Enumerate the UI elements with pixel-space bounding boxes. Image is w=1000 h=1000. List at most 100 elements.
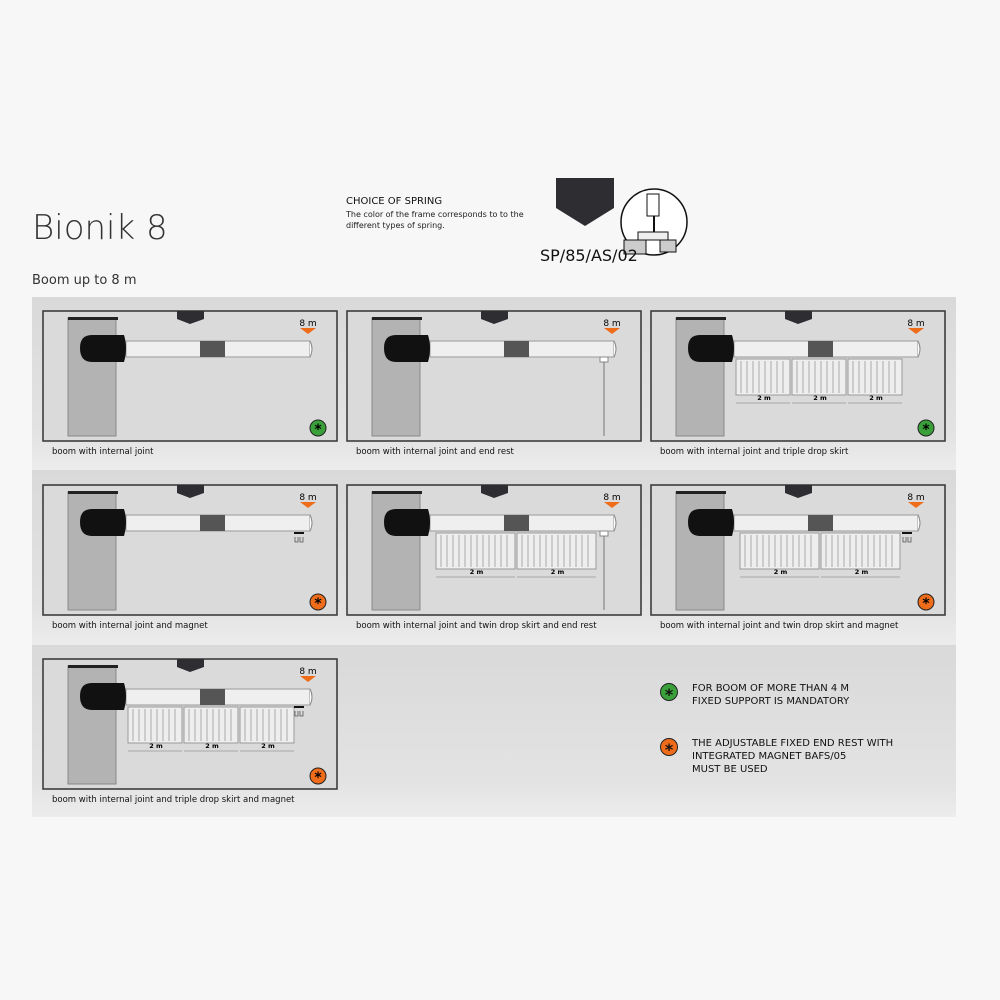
subtitle: Boom up to 8 m	[32, 273, 137, 288]
internal-joint	[200, 515, 225, 531]
length-label: 8 m	[299, 319, 316, 329]
svg-text:*: *	[922, 422, 930, 438]
length-label: 8 m	[907, 319, 924, 329]
legend-note: THE ADJUSTABLE FIXED END REST WITH INTEGR…	[692, 737, 893, 776]
drop-skirt: 2 m	[239, 706, 295, 752]
green-asterisk-icon: *	[660, 683, 678, 704]
note-line: FIXED SUPPORT IS MANDATORY	[692, 696, 850, 707]
end-rest	[599, 356, 609, 436]
drop-skirt: 2 m	[516, 532, 597, 578]
skirt-length-label: 2 m	[813, 394, 827, 402]
spring-frame-marker	[177, 311, 204, 324]
product-title: Bionik 8	[32, 208, 168, 248]
spring-frame-marker	[177, 485, 204, 498]
panel-caption: boom with internal joint and end rest	[356, 447, 514, 457]
panel-caption: boom with internal joint and triple drop…	[52, 795, 295, 805]
panel-caption: boom with internal joint and twin drop s…	[660, 621, 899, 631]
orange-asterisk-badge: *	[309, 593, 327, 612]
panel-caption: boom with internal joint	[52, 447, 154, 457]
length-marker-icon	[300, 502, 316, 508]
barrier-diagram: 8 m *	[42, 310, 338, 442]
length-marker-icon	[300, 676, 316, 682]
spring-code: SP/85/AS/02	[540, 246, 638, 265]
diagram-panel: 8 m	[346, 310, 642, 442]
spring-frame-marker	[785, 311, 812, 324]
length-label: 8 m	[603, 493, 620, 503]
diagram-panel: 8 m 2 m 2 m	[346, 484, 642, 616]
spring-frame-marker	[481, 311, 508, 324]
spring-frame-swatch	[556, 178, 614, 226]
spring-frame-marker	[177, 659, 204, 672]
magnet-icon	[294, 706, 304, 717]
spring-frame-marker	[481, 485, 508, 498]
internal-joint	[200, 689, 225, 705]
green-asterisk-badge: *	[309, 419, 327, 438]
spring-frame-marker	[785, 485, 812, 498]
barrier-diagram: 8 m 2 m 2 m 2 m *	[650, 310, 946, 442]
skirt-length-label: 2 m	[261, 742, 275, 750]
drop-skirt: 2 m	[739, 532, 820, 578]
panel-caption: boom with internal joint and twin drop s…	[356, 621, 597, 631]
drop-skirt: 2 m	[435, 532, 516, 578]
diagram-panel: 8 m 2 m 2 m *	[650, 484, 946, 616]
legend-note: FOR BOOM OF MORE THAN 4 M FIXED SUPPORT I…	[692, 682, 849, 708]
orange-asterisk-icon: *	[660, 738, 678, 759]
motor-head	[384, 509, 430, 536]
orange-asterisk-badge: *	[917, 593, 935, 612]
orange-asterisk-badge: *	[309, 767, 327, 786]
svg-text:*: *	[922, 596, 930, 612]
length-marker-icon	[908, 328, 924, 334]
internal-joint	[504, 341, 529, 357]
internal-joint	[808, 341, 833, 357]
diagram-panel: 8 m *	[42, 310, 338, 442]
skirt-length-label: 2 m	[869, 394, 883, 402]
panel-caption: boom with internal joint and triple drop…	[660, 447, 849, 457]
drop-skirt: 2 m	[127, 706, 183, 752]
length-label: 8 m	[907, 493, 924, 503]
end-rest	[599, 530, 609, 610]
magnet-icon	[294, 532, 304, 543]
length-marker-icon	[604, 328, 620, 334]
internal-joint	[808, 515, 833, 531]
skirt-length-label: 2 m	[149, 742, 163, 750]
skirt-length-label: 2 m	[774, 568, 788, 576]
barrier-diagram: 8 m 2 m 2 m *	[650, 484, 946, 616]
skirt-length-label: 2 m	[551, 568, 565, 576]
note-line: INTEGRATED MAGNET BAFS/05	[692, 751, 847, 762]
internal-joint	[200, 341, 225, 357]
diagram-panel: 8 m 2 m 2 m 2 m*	[42, 658, 338, 790]
skirt-length-label: 2 m	[757, 394, 771, 402]
drop-skirt: 2 m	[791, 358, 847, 404]
motor-head	[80, 683, 126, 710]
motor-head	[80, 509, 126, 536]
note-line: FOR BOOM OF MORE THAN 4 M	[692, 683, 850, 694]
motor-head	[688, 509, 734, 536]
barrier-diagram: 8 m *	[42, 484, 338, 616]
diagram-panel: 8 m 2 m 2 m 2 m *	[650, 310, 946, 442]
motor-head	[384, 335, 430, 362]
skirt-length-label: 2 m	[470, 568, 484, 576]
length-label: 8 m	[603, 319, 620, 329]
drop-skirt: 2 m	[735, 358, 791, 404]
barrier-diagram: 8 m	[346, 310, 642, 442]
barrier-diagram: 8 m 2 m 2 m 2 m*	[42, 658, 338, 790]
svg-text:*: *	[314, 770, 322, 786]
diagram-panel: 8 m *	[42, 484, 338, 616]
magnet-icon	[902, 532, 912, 543]
note-line: THE ADJUSTABLE FIXED END REST WITH	[692, 738, 894, 749]
skirt-length-label: 2 m	[205, 742, 219, 750]
length-label: 8 m	[299, 493, 316, 503]
barrier-diagram: 8 m 2 m 2 m	[346, 484, 642, 616]
green-asterisk-badge: *	[917, 419, 935, 438]
drop-skirt: 2 m	[847, 358, 903, 404]
svg-text:*: *	[314, 422, 322, 438]
skirt-length-label: 2 m	[855, 568, 869, 576]
drop-skirt: 2 m	[183, 706, 239, 752]
length-marker-icon	[908, 502, 924, 508]
motor-head	[80, 335, 126, 362]
panel-caption: boom with internal joint and magnet	[52, 621, 208, 631]
length-marker-icon	[300, 328, 316, 334]
spring-heading: CHOICE OF SPRING	[346, 196, 443, 207]
spring-illustration	[556, 178, 688, 256]
